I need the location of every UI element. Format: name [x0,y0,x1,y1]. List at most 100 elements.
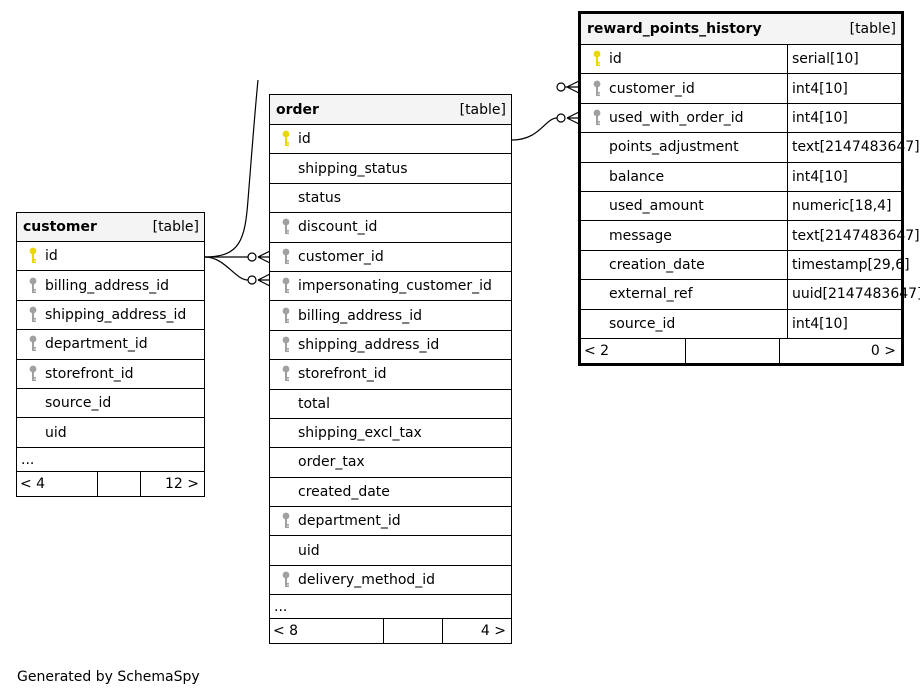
table-kind: [table] [849,21,896,37]
parent-count[interactable]: < 4 [17,471,98,496]
column-name: source_id [45,395,112,412]
column-row[interactable]: shipping_address_id [17,301,204,331]
column-row[interactable]: shipping_status [270,154,511,184]
column-name: source_id [609,315,676,332]
column-name: creation_date [609,256,705,273]
foreign-key-icon [587,109,607,127]
footer-spacer [98,471,141,496]
column-cell: storefront_id [270,365,511,383]
column-name: storefront_id [298,366,387,383]
primary-key-icon [587,50,607,68]
column-name: storefront_id [45,365,134,382]
foreign-key-icon [276,248,296,266]
parent-count[interactable]: < 8 [270,619,384,644]
column-row[interactable]: uid [270,536,511,566]
column-row[interactable]: department_id [17,330,204,360]
table-header: order [table] [270,95,511,125]
table-kind: [table] [459,101,506,118]
column-row[interactable]: order_tax [270,448,511,478]
table-header: reward_points_history [table] [581,14,901,45]
column-row[interactable]: shipping_address_id [270,331,511,361]
column-row[interactable]: created_date [270,478,511,508]
column-cell: customer_id [270,248,511,266]
column-row[interactable]: total [270,390,511,419]
child-count[interactable]: 12 > [165,475,199,492]
column-row[interactable]: creation_date timestamp[29,6] [581,250,910,281]
column-row[interactable]: id [17,242,204,272]
foreign-key-icon [276,365,296,383]
column-cell: created_date [270,484,511,500]
column-type: numeric[18,4] [792,198,892,215]
column-name: department_id [45,336,148,353]
column-row[interactable]: billing_address_id [17,271,204,301]
column-name: uid [298,542,320,559]
column-row[interactable]: impersonating_customer_id [270,272,511,302]
column-name: message [609,227,672,244]
column-cell: status [270,190,511,206]
link-customer-order-impersonating [204,256,249,281]
column-row[interactable]: id [270,125,511,155]
column-name: department_id [298,513,401,530]
footer-spacer [384,619,443,644]
column-row[interactable]: shipping_excl_tax [270,419,511,449]
column-cell: used_amount [581,191,788,221]
column-name: shipping_excl_tax [298,425,422,442]
foreign-key-icon [276,512,296,530]
column-cell: source_id [581,309,788,338]
column-row[interactable]: customer_id [270,243,511,272]
column-row[interactable]: storefront_id [17,360,204,389]
foreign-key-icon [23,277,43,295]
column-name: status [298,189,342,206]
column-cell: billing_address_id [17,277,204,295]
column-cell: source_id [17,395,204,411]
parent-count[interactable]: < 2 [581,338,686,363]
column-row[interactable]: status [270,184,511,214]
more-columns: ... [17,448,204,472]
foreign-key-icon [276,307,296,325]
column-row[interactable]: delivery_method_id [270,566,511,596]
table-header: customer [table] [17,213,204,242]
column-row[interactable]: message text[2147483647] [581,221,920,251]
footer-spacer [686,338,780,363]
column-cell: external_ref [581,280,788,309]
table-name: reward_points_history [587,21,762,37]
more-columns: ... [270,595,511,620]
column-type: timestamp[29,6] [792,256,910,273]
column-name: billing_address_id [45,277,169,294]
generated-by-note: Generated by SchemaSpy [17,669,200,685]
column-row[interactable]: billing_address_id [270,301,511,331]
table-name: customer [23,219,97,235]
child-count[interactable]: 0 > [870,342,896,359]
column-row[interactable]: uid [17,418,204,448]
column-cell: id [581,45,788,74]
column-row[interactable]: department_id [270,507,511,537]
zero-marker [247,275,257,285]
link-order-reward-used-with [511,117,558,141]
column-type: text[2147483647] [792,227,920,244]
column-cell: id [17,247,204,265]
column-cell: delivery_method_id [270,571,511,589]
column-type: serial[10] [792,51,859,68]
column-cell: used_with_order_id [581,103,788,133]
column-name: id [298,131,311,148]
column-name: billing_address_id [298,307,422,324]
column-row[interactable]: source_id [17,389,204,419]
link-customer-reward-customer [204,79,259,258]
column-row[interactable]: storefront_id [270,360,511,390]
column-name: uid [45,424,67,441]
column-cell: uid [270,543,511,559]
column-row[interactable]: discount_id [270,213,511,243]
child-count[interactable]: 4 > [480,623,506,640]
